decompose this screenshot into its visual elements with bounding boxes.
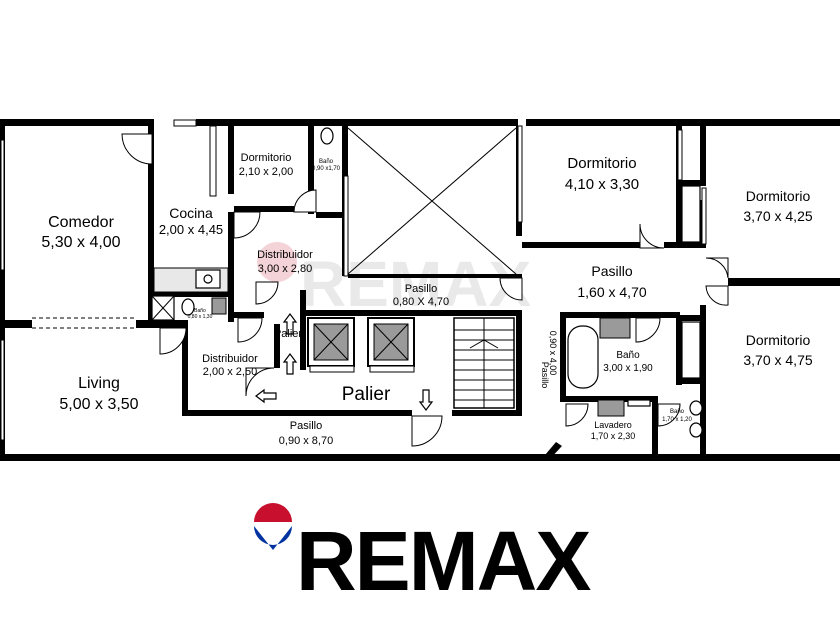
stairs [453, 317, 515, 409]
room-cocina-size: 2,00 x 4,45 [159, 222, 223, 237]
room-pasillo-right-size: 1,60 x 4,70 [577, 284, 646, 300]
room-comedor-name: Comedor [48, 214, 114, 231]
doors [121, 133, 729, 447]
room-lavadero-size: 1,70 x 2,30 [591, 431, 636, 441]
room-distribuidor-top-size: 3,00 x 2,80 [258, 263, 312, 275]
light-well [347, 127, 517, 275]
room-dormitorio-c-name: Dormitorio [746, 332, 811, 348]
direction-arrows [255, 313, 434, 411]
room-dormitorio-c-size: 3,70 x 4,75 [743, 352, 812, 368]
room-distribuidor-top-name: Distribuidor [257, 249, 313, 261]
room-lavadero-name: Lavadero [594, 420, 632, 430]
room-living-size: 5,00 x 3,50 [59, 396, 138, 413]
remax-logo: REMAX [254, 503, 593, 608]
remax-watermark: REMAX [257, 242, 531, 320]
room-labels: Comedor 5,30 x 4,00 Cocina 2,00 x 4,45 D… [41, 152, 812, 447]
room-cocina-name: Cocina [169, 205, 213, 221]
windows [0, 119, 707, 441]
room-pasillo-center-size: 0,80 X 4,70 [393, 296, 449, 308]
balloon-icon [254, 503, 292, 550]
room-dormitorio-small-size: 2,10 x 2,00 [239, 166, 293, 178]
elevators [307, 317, 415, 373]
walls [0, 119, 840, 461]
room-dormitorio-small-name: Dormitorio [241, 152, 292, 164]
room-palier-small-name: Palier [274, 328, 302, 340]
watermark-text: REMAX [300, 248, 531, 320]
room-distribuidor-bottom-size: 2,00 x 2,50 [203, 366, 257, 378]
fixtures [151, 127, 703, 438]
room-comedor-size: 5,30 x 4,00 [41, 234, 120, 251]
room-bano-main-name: Baño [616, 350, 640, 361]
room-bano-tiny-size: 0,80 x 1,30 [188, 314, 213, 320]
room-bano-small-right-name: Baño [670, 409, 685, 415]
room-pasillo-vertical-size: 0,90 x 4,00 [548, 331, 558, 376]
room-bano-small-size: 0,90 x1,70 [312, 166, 341, 172]
room-bano-small-right-size: 1,70 x 1,20 [662, 417, 692, 423]
room-living-name: Living [78, 375, 120, 392]
room-pasillo-bottom-name: Pasillo [290, 420, 322, 432]
room-pasillo-vertical-name: Pasillo [540, 362, 550, 389]
room-pasillo-center-name: Pasillo [405, 283, 437, 295]
room-bano-main-size: 3,00 x 1,90 [603, 363, 653, 374]
room-dormitorio-a-size: 4,10 x 3,30 [565, 176, 639, 193]
logo-text: REMAX [296, 514, 591, 608]
room-bano-small-name: Baño [319, 159, 334, 165]
room-dormitorio-b-name: Dormitorio [746, 188, 811, 204]
room-pasillo-bottom-size: 0,90 x 8,70 [279, 435, 333, 447]
room-distribuidor-bottom-name: Distribuidor [202, 353, 258, 365]
room-dormitorio-a-name: Dormitorio [567, 155, 636, 172]
room-bano-tiny-name: Baño [194, 308, 206, 314]
room-dormitorio-b-size: 3,70 x 4,25 [743, 208, 812, 224]
room-pasillo-right-name: Pasillo [591, 263, 632, 279]
room-palier-name: Palier [342, 384, 391, 405]
